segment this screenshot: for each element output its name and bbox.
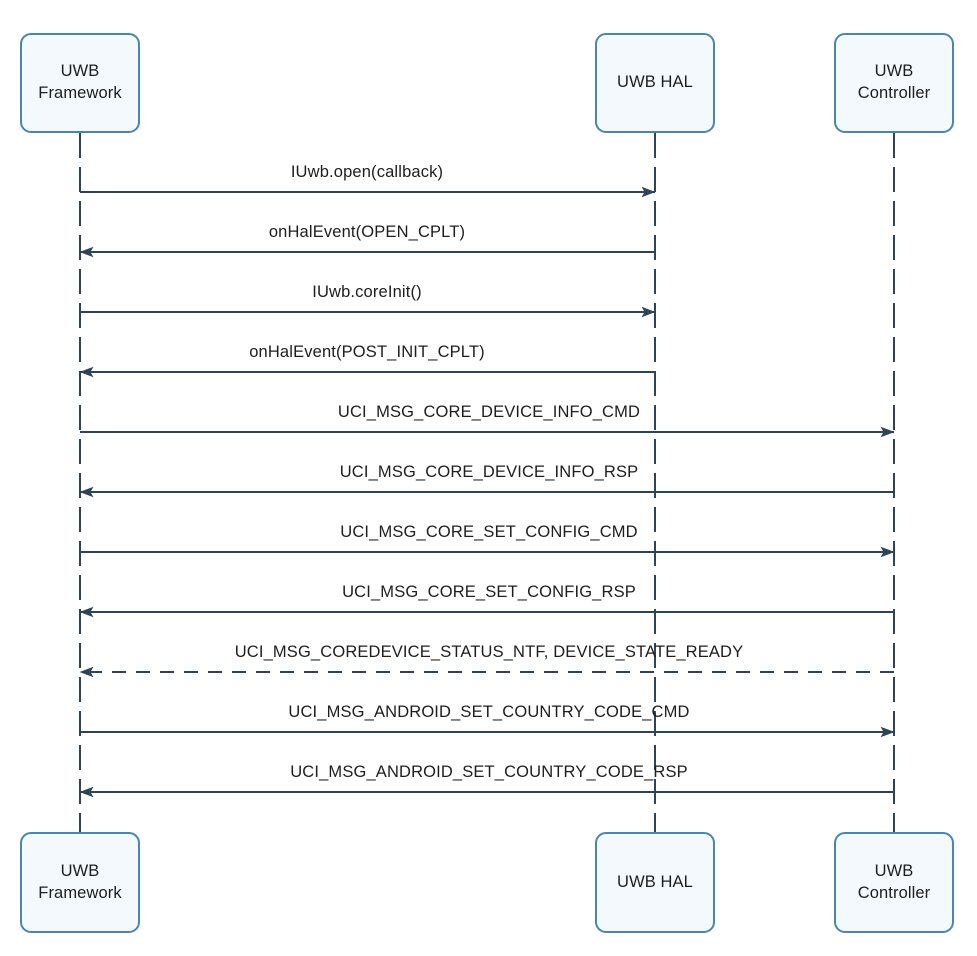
message-label-3: IUwb.coreInit() xyxy=(312,282,422,301)
actor-box-uwb-hal-top[interactable]: UWB HAL xyxy=(595,33,715,133)
actor-label-uwb-hal: UWB HAL xyxy=(617,73,693,92)
message-arrows-group xyxy=(79,186,895,798)
message-label-5: UCI_MSG_CORE_DEVICE_INFO_CMD xyxy=(337,402,641,421)
message-label-2: onHalEvent(OPEN_CPLT) xyxy=(268,222,466,241)
message-label-8: UCI_MSG_CORE_SET_CONFIG_RSP xyxy=(342,582,636,601)
message-label-7: UCI_MSG_CORE_SET_CONFIG_CMD xyxy=(340,522,638,541)
message-label-9: UCI_MSG_COREDEVICE_STATUS_NTF, DEVICE_ST… xyxy=(234,642,744,661)
message-label-10: UCI_MSG_ANDROID_SET_COUNTRY_CODE_CMD xyxy=(288,702,690,721)
message-label-6: UCI_MSG_CORE_DEVICE_INFO_RSP xyxy=(339,462,639,481)
actor-label-uwb-hal: UWB HAL xyxy=(617,872,693,891)
message-label-11: UCI_MSG_ANDROID_SET_COUNTRY_CODE_RSP xyxy=(290,762,688,781)
lifelines-group xyxy=(79,133,895,832)
message-label-4: onHalEvent(POST_INIT_CPLT) xyxy=(249,342,485,361)
message-label-1: IUwb.open(callback) xyxy=(290,162,444,181)
actor-box-uwb-hal-bottom[interactable]: UWB HAL xyxy=(595,832,715,933)
